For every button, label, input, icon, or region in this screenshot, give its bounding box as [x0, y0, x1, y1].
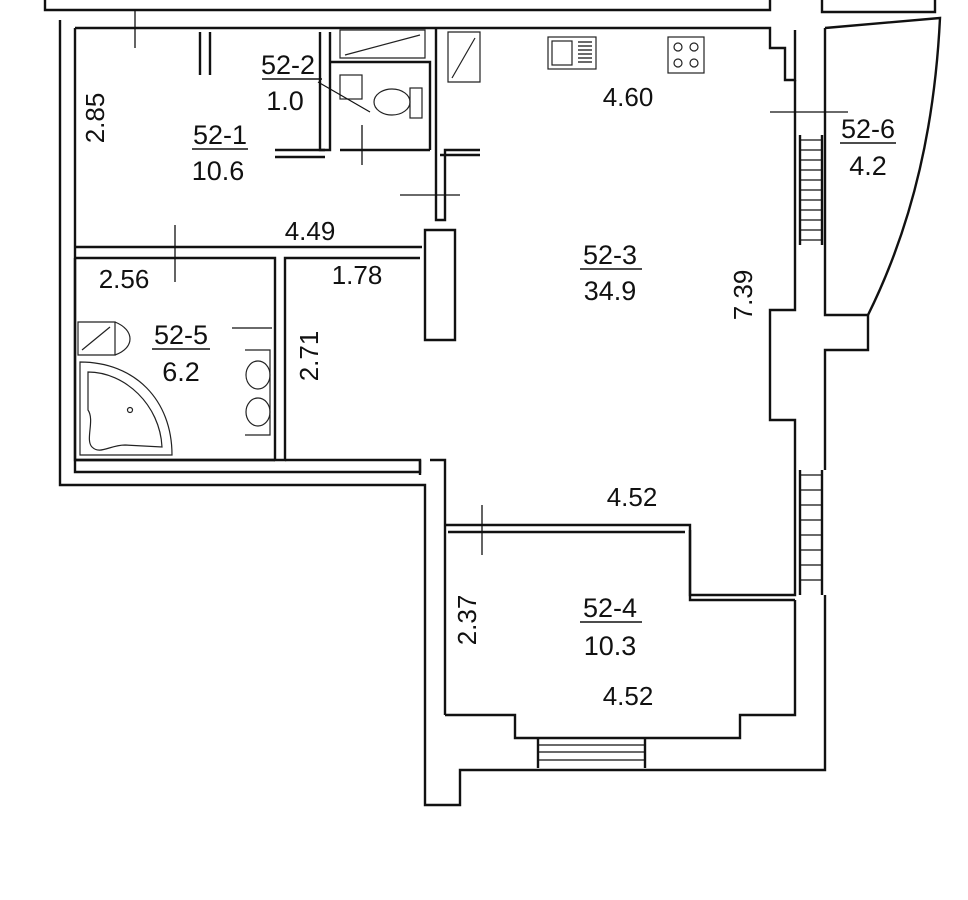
bathtub-icon [79, 361, 173, 456]
toilet-icon [339, 74, 423, 119]
room-labels: 52-1 10.6 52-2 1.0 52-3 34.9 52-4 10.3 5… [152, 50, 896, 661]
dimension-text: 7.39 [728, 270, 758, 321]
room-id: 52-6 [841, 114, 895, 144]
room-area: 6.2 [162, 357, 200, 387]
room-area: 10.3 [584, 631, 637, 661]
sink-icon [547, 36, 597, 70]
washbasin-icon [245, 349, 271, 436]
dimension-text: 2.71 [294, 331, 324, 382]
room-area: 34.9 [584, 276, 637, 306]
room-area: 10.6 [192, 156, 245, 186]
walls [43, 0, 942, 807]
room-id: 52-3 [583, 240, 637, 270]
cabinet-icon [339, 29, 426, 59]
dimension-text: 4.52 [603, 681, 654, 711]
dimension-text: 1.78 [332, 260, 383, 290]
room-area: 1.0 [266, 86, 304, 116]
dimension-text: 2.37 [452, 595, 482, 646]
room-id: 52-4 [583, 593, 637, 623]
room-id: 52-1 [193, 120, 247, 150]
stove-icon [667, 36, 705, 74]
room-area: 4.2 [849, 151, 887, 181]
fixtures [77, 10, 848, 555]
dimension-text: 4.60 [603, 82, 654, 112]
room-id: 52-5 [154, 320, 208, 350]
dimension-text: 4.52 [607, 482, 658, 512]
dimension-text: 2.56 [99, 264, 150, 294]
dimension-text: 2.85 [80, 93, 110, 144]
dimension-text: 4.49 [285, 216, 336, 246]
dimension-labels: 2.85 4.49 2.56 1.78 2.71 4.60 7.39 4.52 … [80, 82, 758, 711]
room-id: 52-2 [261, 50, 315, 80]
